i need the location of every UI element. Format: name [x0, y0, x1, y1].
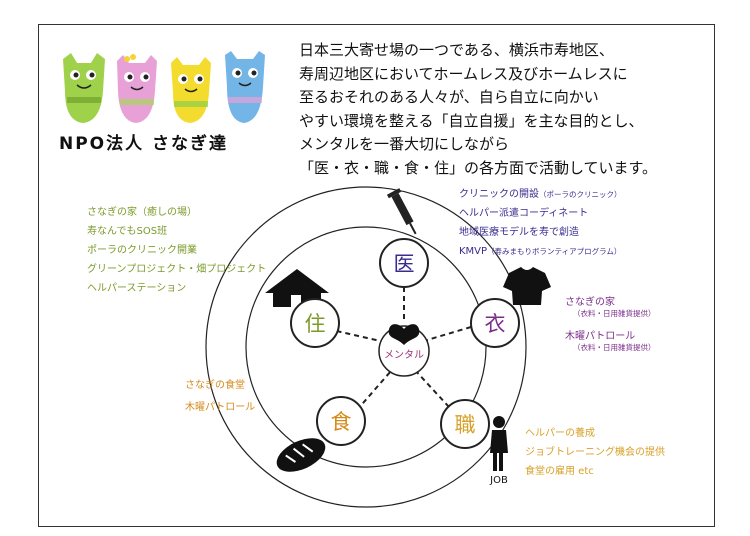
middle-ring	[245, 226, 487, 468]
list-item: 食堂の雇用 etc	[525, 466, 594, 477]
node-medical-label: 医	[394, 252, 415, 276]
yellow-character-icon	[171, 57, 211, 123]
node-housing: 住	[290, 298, 340, 348]
pink-character-icon	[117, 54, 157, 123]
list-item-text: KMVP	[459, 246, 488, 257]
intro-text: 日本三大寄せ場の一つである、横浜市寿地区、 寿周辺地区においてホームレス及びホー…	[299, 39, 719, 180]
bread-icon	[276, 438, 326, 472]
list-item: クリニックの開設（ポーラのクリニック）	[459, 185, 622, 204]
job-label: JOB	[489, 475, 508, 486]
intro-line: 至るおそれのある人々が、自ら自立に向かい	[299, 88, 599, 106]
list-item-note: （ポーラのクリニック）	[539, 190, 622, 199]
list-item: KMVP（寿みまもりボランティアプログラム）	[459, 242, 622, 261]
list-item: 地域医療モデルを寿で創造	[459, 227, 579, 238]
node-food: 食	[316, 396, 366, 446]
person-silhouette-icon	[490, 416, 508, 471]
syringe-icon	[386, 188, 417, 235]
node-clothing-label: 衣	[485, 312, 506, 336]
green-character-icon	[63, 53, 105, 123]
intro-line: 寿周辺地区においてホームレス及びホームレスに	[299, 64, 628, 83]
clothing-activities: さなぎの家 （衣料・日用雑貨提供） 木曜パトロール （衣料・日用雑貨提供）	[565, 293, 656, 353]
list-item: さなぎの食堂	[185, 380, 245, 391]
list-item: さなぎの家（癒しの場）	[87, 207, 197, 218]
intro-line: 日本三大寄せ場の一つである、横浜市寿地区、	[299, 41, 614, 59]
intro-line: やすい環境を整える「自立自援」を主な目的とし、	[299, 111, 644, 130]
blue-character-icon	[225, 51, 265, 123]
node-medical: 医	[379, 238, 429, 288]
content-frame: NPO法人 さなぎ達 日本三大寄せ場の一つである、横浜市寿地区、 寿周辺地区にお…	[38, 24, 715, 527]
list-item: ヘルパーステーション	[87, 283, 187, 294]
list-item: ジョブトレーニング機会の提供	[525, 447, 665, 458]
list-item: 木曜パトロール	[185, 402, 256, 413]
work-activities: ヘルパーの養成 ジョブトレーニング機会の提供 食堂の雇用 etc	[525, 424, 665, 481]
list-item-note: （衣料・日用雑貨提供）	[573, 309, 656, 318]
heart-icon	[388, 324, 420, 345]
intro-line: メンタルを一番大切にしながら	[299, 135, 510, 153]
outer-ring	[205, 186, 527, 508]
list-item: ヘルパー派遣コーディネート	[459, 208, 589, 219]
housing-activities: さなぎの家（癒しの場） 寿なんでもSOS班 ポーラのクリニック開業 グリーンプロ…	[87, 203, 266, 298]
list-item: グリーンプロジェクト・畑プロジェクト	[87, 264, 267, 275]
medical-activities: クリニックの開設（ポーラのクリニック） ヘルパー派遣コーディネート 地域医療モデ…	[459, 185, 622, 261]
t-shirt-icon	[503, 267, 551, 305]
list-item: 木曜パトロール	[565, 331, 636, 342]
node-clothing: 衣	[470, 298, 520, 348]
list-item: ポーラのクリニック開業	[87, 245, 197, 256]
list-item: さなぎの家	[565, 297, 615, 308]
intro-line: 「医・衣・職・食・住」の各方面で活動しています。	[299, 158, 658, 177]
node-housing-label: 住	[305, 312, 326, 336]
node-mental-label: メンタル	[384, 349, 424, 361]
org-name: NPO法人 さなぎ達	[59, 134, 229, 154]
node-mental: メンタル	[378, 324, 430, 377]
node-work: 職	[440, 399, 490, 449]
food-activities: さなぎの食堂 木曜パトロール	[185, 375, 255, 419]
logo-characters	[63, 51, 265, 123]
node-food-label: 食	[331, 410, 352, 434]
list-item: ヘルパーの養成	[525, 428, 595, 439]
list-item: 寿なんでもSOS班	[87, 226, 168, 237]
list-item-text: クリニックの開設	[459, 189, 539, 200]
node-work-label: 職	[455, 413, 476, 437]
list-item-note: （寿みまもりボランティアプログラム）	[487, 247, 622, 256]
list-item-note: （衣料・日用雑貨提供）	[573, 343, 656, 352]
activity-diagram: 医 衣 職 食 住 メンタル JOB	[205, 186, 551, 508]
